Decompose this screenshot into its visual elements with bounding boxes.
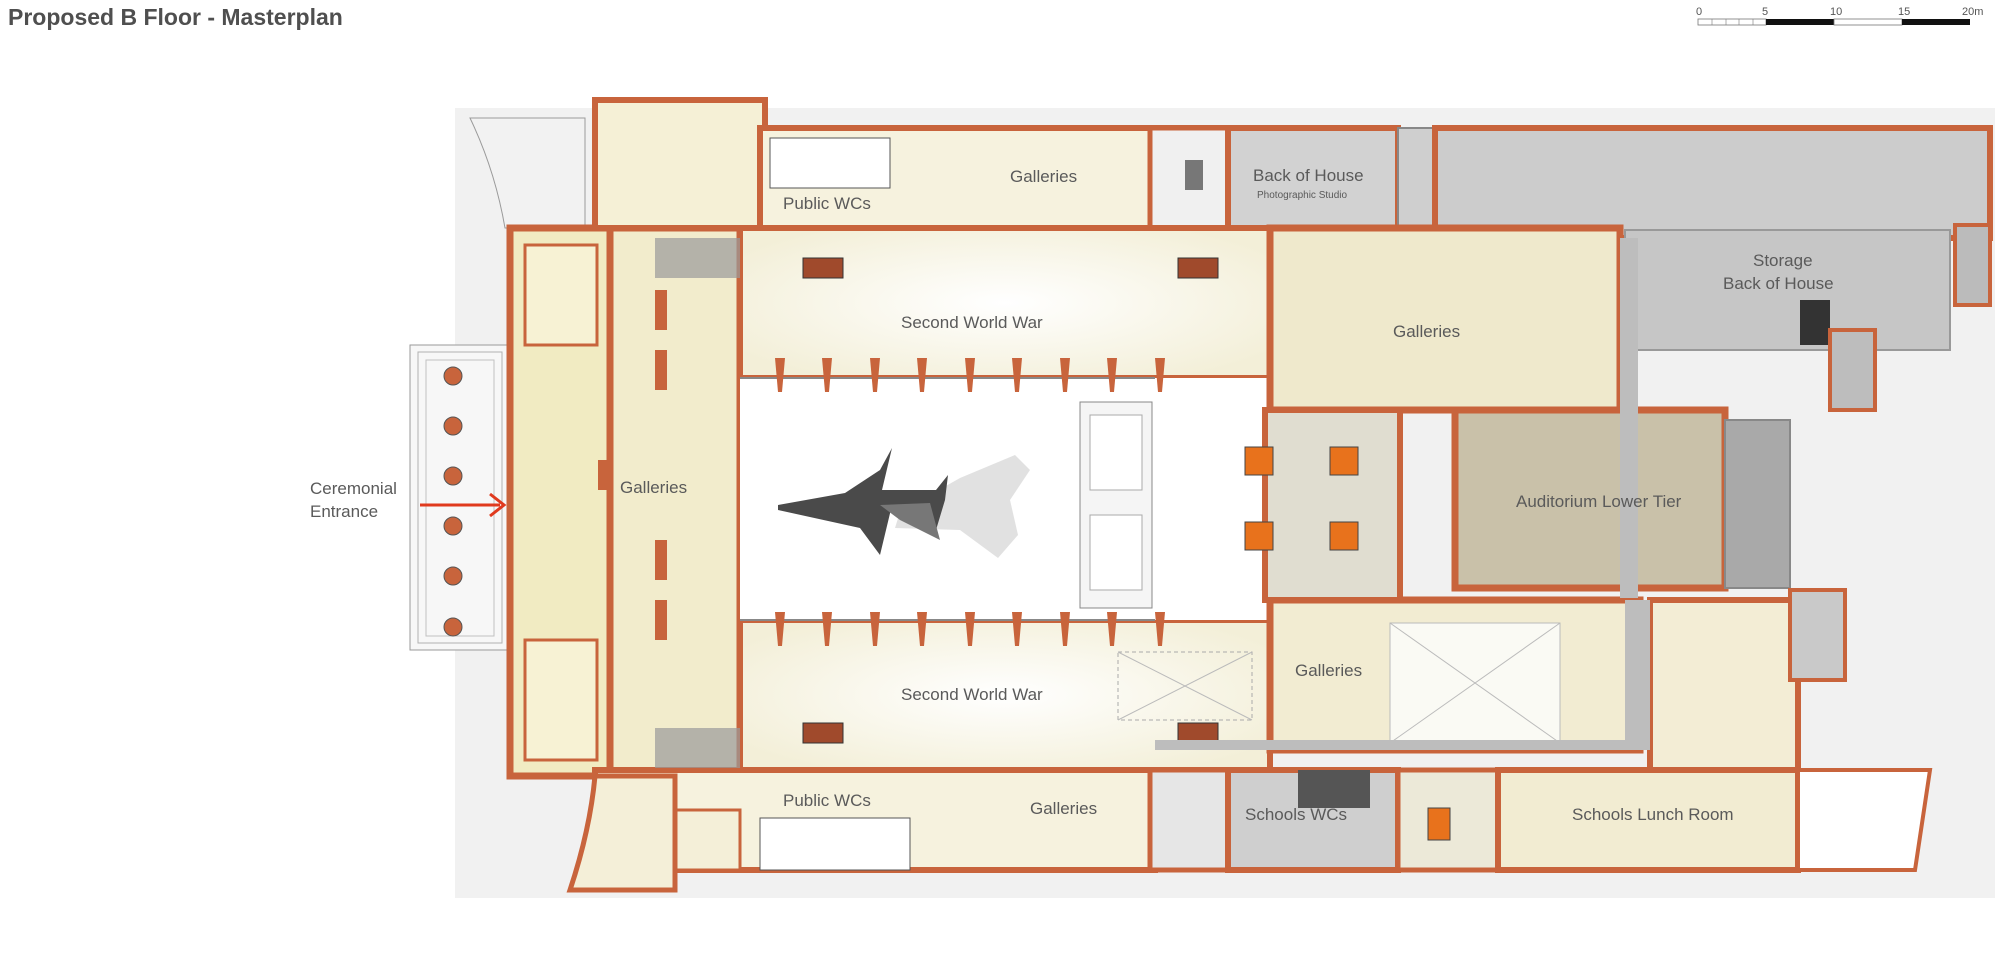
harrier-aircraft xyxy=(778,448,1030,558)
lift-core xyxy=(1244,407,1403,603)
west-wing xyxy=(506,224,744,780)
label-schools-lunch-room: Schools Lunch Room xyxy=(1572,805,1734,824)
south-band xyxy=(592,588,1933,873)
north-band xyxy=(592,97,1233,231)
label-galleries-east-south: Galleries xyxy=(1295,661,1362,680)
scale-tick-15: 15 xyxy=(1898,6,1910,18)
label-galleries-east-north: Galleries xyxy=(1393,322,1460,341)
scale-tick-0: 0 xyxy=(1696,6,1702,18)
stair-blocks xyxy=(655,238,740,768)
label-public-wcs-south: Public WCs xyxy=(783,791,871,810)
label-galleries-north: Galleries xyxy=(1010,167,1077,186)
page-title: Proposed B Floor - Masterplan xyxy=(8,4,343,30)
entrance-arrow-icon xyxy=(420,492,507,518)
label-second-world-war-north: Second World War xyxy=(901,313,1043,332)
label-galleries-south: Galleries xyxy=(1030,799,1097,818)
east-corridor xyxy=(1620,238,1638,598)
atrium-columns xyxy=(775,358,1165,646)
label-public-wcs-north: Public WCs xyxy=(783,194,871,213)
label-photographic-studio: Photographic Studio xyxy=(1257,190,1348,201)
auditorium-lower-tier xyxy=(1451,406,1791,592)
label-galleries-west: Galleries xyxy=(620,478,687,497)
label-auditorium: Auditorium Lower Tier xyxy=(1516,492,1682,511)
label-schools-wcs: Schools WCs xyxy=(1245,805,1347,824)
label-second-world-war-south: Second World War xyxy=(901,685,1043,704)
label-storage-line1: Storage xyxy=(1753,251,1813,270)
label-storage-line2: Back of House xyxy=(1723,274,1834,293)
label-back-of-house: Back of House xyxy=(1253,166,1364,185)
label-ceremonial-entrance-line1: Ceremonial xyxy=(310,479,397,498)
southwest-curved-court xyxy=(566,773,678,893)
scale-tick-10: 10 xyxy=(1830,6,1842,18)
second-world-war-north-gallery xyxy=(737,225,1273,381)
central-staircase xyxy=(1079,401,1153,609)
display-cases xyxy=(802,257,1219,744)
scale-bar: 0 5 10 15 20m xyxy=(1696,6,1983,26)
back-of-house-north xyxy=(1225,125,1993,412)
scale-tick-20: 20m xyxy=(1962,6,1983,18)
scale-tick-5: 5 xyxy=(1762,6,1768,18)
label-ceremonial-entrance-line2: Entrance xyxy=(310,502,378,521)
